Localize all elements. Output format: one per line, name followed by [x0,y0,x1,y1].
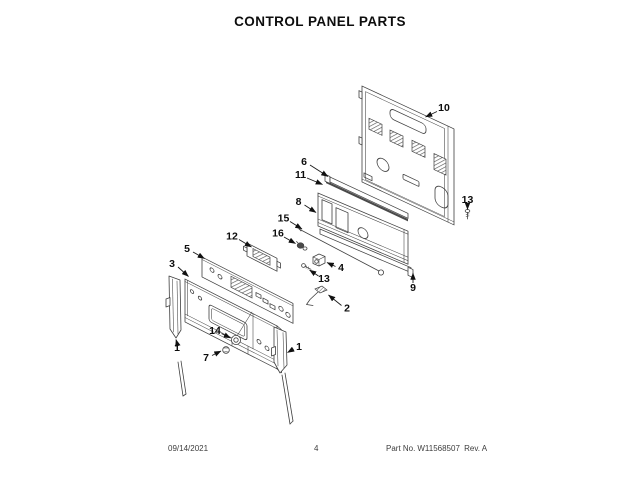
callout-label-12: 12 [226,231,238,243]
callout-leader-1 [287,346,295,353]
callout-leader-15 [289,221,303,230]
callout-leader-5 [192,251,205,259]
part-no-label: Part No. [386,444,416,453]
callout-label-7: 7 [203,352,209,364]
callout-leader-12 [238,239,252,248]
callout-label-8: 8 [296,196,302,208]
callout-label-5: 5 [184,243,190,255]
part-keypad-panel [201,256,294,324]
part-screw-center [301,263,312,270]
footer-page-number: 4 [314,444,319,453]
callout-label-9: 9 [410,282,416,294]
part-clip [306,285,328,306]
callout-label-15: 15 [278,213,290,225]
callout-label-6: 6 [301,156,307,168]
part-side-trim-right [271,326,294,425]
callout-label-1: 1 [174,342,180,354]
callout-leader-11 [306,177,323,185]
revision-label: Rev. A [464,444,488,453]
callout-label-11: 11 [295,169,306,181]
footer-date: 09/14/2021 [168,444,209,453]
footer: 09/14/2021 4 Part No.W11568507 Rev. A [0,444,640,458]
part-support-panel [317,192,409,265]
part-screw-right [464,209,471,220]
part-insert-strip [326,180,408,222]
callout-label-3: 3 [169,258,175,270]
callout-leader-7 [211,350,222,357]
callout-leader-1 [175,339,181,347]
part-knob [296,241,308,251]
display-window-icon [230,275,253,299]
part-number: W11568507 [417,444,460,453]
callout-leader-16 [283,236,296,244]
callout-leader-3 [177,266,189,277]
part-lower-rail [319,228,414,278]
callout-leader-6 [309,164,329,177]
vent-grille-icon [368,117,383,136]
callout-leader-2 [328,294,342,306]
callout-label-4: 4 [338,262,344,274]
part-cap [222,346,230,354]
callout-label-16: 16 [272,228,284,240]
footer-part-info: Part No.W11568507 Rev. A [386,444,489,453]
board-display-icon [252,248,271,266]
callout-label-14: 14 [209,325,221,337]
vent-grille-icon [433,153,447,176]
callout-label-13: 13 [462,194,474,206]
callout-label-10: 10 [438,102,450,114]
callout-label-1: 1 [296,341,302,353]
part-rear-panel [358,85,455,226]
callout-leader-4 [326,262,336,268]
vent-grille-icon [389,129,404,148]
part-spacer-block [312,253,326,267]
vent-grille-icon [411,139,426,158]
callout-leader-8 [304,204,317,213]
part-trim-bar [324,173,409,222]
callout-leader-10 [425,111,438,118]
callout-label-2: 2 [344,303,350,315]
part-side-trim-left [165,275,187,397]
page-title: CONTROL PANEL PARTS [234,14,406,29]
callout-leader-14 [221,332,231,339]
callout-leader-13 [309,269,319,277]
detail-line [236,311,253,337]
callout-label-13: 13 [318,273,330,285]
part-grommet [230,334,241,345]
part-control-board [243,242,281,272]
